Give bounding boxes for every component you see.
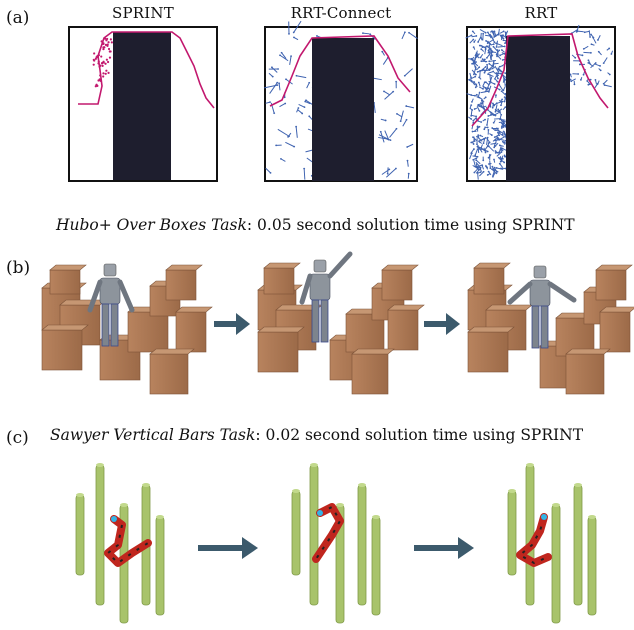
hubo-scene: [41, 251, 634, 395]
hubo-frame-1: [41, 263, 213, 395]
obstacle: [312, 38, 374, 181]
sprint-plot: [68, 26, 218, 182]
hubo-caption: Hubo+ Over Boxes Task: 0.05 second solut…: [56, 216, 575, 234]
hubo-frame-2: [257, 251, 425, 395]
box: [49, 264, 87, 295]
box: [599, 306, 634, 353]
rrt-connect-plot: [264, 20, 418, 182]
vertical-bar: [309, 463, 319, 606]
rrt-connect-title: RRT-Connect: [290, 4, 392, 22]
end-effector: [317, 510, 323, 516]
box: [381, 264, 419, 301]
panel-b-label: (b): [6, 258, 31, 278]
sawyer-frame-1: [75, 463, 165, 624]
box: [565, 348, 611, 395]
box: [41, 324, 89, 371]
sawyer-caption: Sawyer Vertical Bars Task: 0.02 second s…: [50, 426, 584, 444]
sawyer-scene: [75, 463, 597, 624]
hubo-frame-3: [467, 262, 634, 395]
rrt-title: RRT: [524, 4, 558, 22]
rrt-plot: [465, 24, 616, 182]
box: [165, 264, 203, 301]
obstacle: [113, 32, 171, 180]
vertical-bar: [155, 515, 165, 616]
sawyer-task-name: Sawyer Vertical Bars Task: [50, 426, 256, 444]
panel-a-label: (a): [6, 8, 30, 28]
sawyer-arm: [516, 513, 552, 567]
vertical-bar: [357, 483, 367, 606]
end-effector: [541, 514, 547, 520]
hubo-task-name: Hubo+ Over Boxes Task: [56, 216, 247, 234]
sawyer-caption-rest: : 0.02 second solution time using SPRINT: [255, 426, 584, 444]
vertical-bar: [551, 503, 561, 624]
vertical-bar: [291, 489, 301, 576]
vertical-bar: [95, 463, 105, 606]
vertical-bar: [573, 483, 583, 606]
arrow-icon: [424, 313, 460, 335]
box: [351, 348, 395, 395]
panel-c-label: (c): [6, 428, 29, 448]
box: [149, 348, 195, 395]
obstacle: [506, 36, 570, 181]
vertical-bar: [75, 493, 85, 576]
vertical-bar: [335, 503, 345, 624]
end-effector: [111, 516, 117, 522]
hubo-caption-rest: : 0.05 second solution time using SPRINT: [246, 216, 575, 234]
hubo-robot: [507, 265, 577, 349]
box: [345, 308, 391, 353]
vertical-bar: [587, 515, 597, 616]
vertical-bar: [371, 515, 381, 616]
arrow-icon: [414, 537, 474, 559]
hubo-robot: [87, 263, 135, 347]
sawyer-arm: [312, 503, 344, 563]
arrow-icon: [214, 313, 250, 335]
box: [473, 262, 511, 295]
box: [467, 326, 515, 373]
vertical-bar: [525, 463, 535, 606]
hubo-robot: [299, 251, 353, 343]
box: [387, 304, 425, 351]
vertical-bar: [507, 489, 517, 576]
box: [257, 326, 305, 373]
sawyer-frame-2: [291, 463, 381, 624]
sawyer-frame-3: [507, 463, 597, 624]
box: [263, 262, 301, 295]
box: [595, 264, 633, 301]
sawyer-arm: [104, 515, 152, 567]
box: [175, 306, 213, 353]
arrow-icon: [198, 537, 258, 559]
sprint-title: SPRINT: [112, 4, 174, 22]
